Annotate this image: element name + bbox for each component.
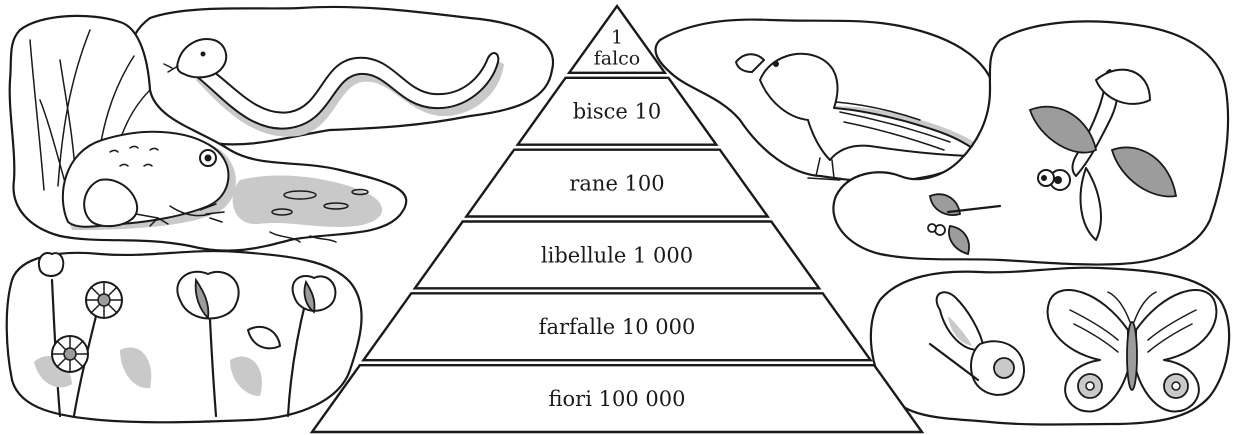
falcon-icon (735, 52, 990, 181)
snake-icon (163, 38, 500, 130)
side-butterfly-icon (928, 291, 1025, 396)
small-dragonfly-icon (927, 193, 1002, 256)
frog-icon (61, 130, 236, 230)
water-icon (232, 175, 383, 243)
frog-illustration (8, 14, 408, 252)
dragonfly-icon (1028, 68, 1178, 241)
daisy-flower (85, 281, 123, 319)
butterfly-illustration (869, 266, 1231, 426)
grass-icon (29, 29, 151, 191)
daisy-flower-2 (51, 335, 89, 373)
pyramid-level-1-label: 1 (611, 27, 623, 49)
pyramid-level-3-label: rane 100 (569, 171, 664, 195)
pyramid-level-1 (566, 3, 668, 75)
pyramid-level-6 (309, 363, 925, 434)
pyramid-level-5 (361, 292, 873, 362)
tulip-flower (176, 270, 240, 320)
snake-illustration (129, 5, 555, 146)
pyramid-level-4 (412, 220, 822, 290)
falcon-illustration (654, 18, 998, 184)
pyramid-level-3 (463, 148, 771, 218)
pyramid-level-5-label: farfalle 10 000 (539, 315, 696, 339)
butterfly-icon (1046, 289, 1218, 413)
flowers-illustration (5, 249, 363, 424)
pyramid-level-2-label: bisce 10 (573, 100, 662, 124)
pyramid-level-2 (515, 76, 719, 146)
pyramid-level-6-label: fiori 100 000 (549, 387, 686, 411)
pyramid-level-1-label: falco (594, 48, 641, 70)
dragonfly-illustration (832, 20, 1230, 266)
pyramid-level-4-label: libellule 1 000 (541, 243, 693, 267)
tulip-flower-2 (291, 275, 337, 314)
flowers-icon (34, 252, 337, 418)
